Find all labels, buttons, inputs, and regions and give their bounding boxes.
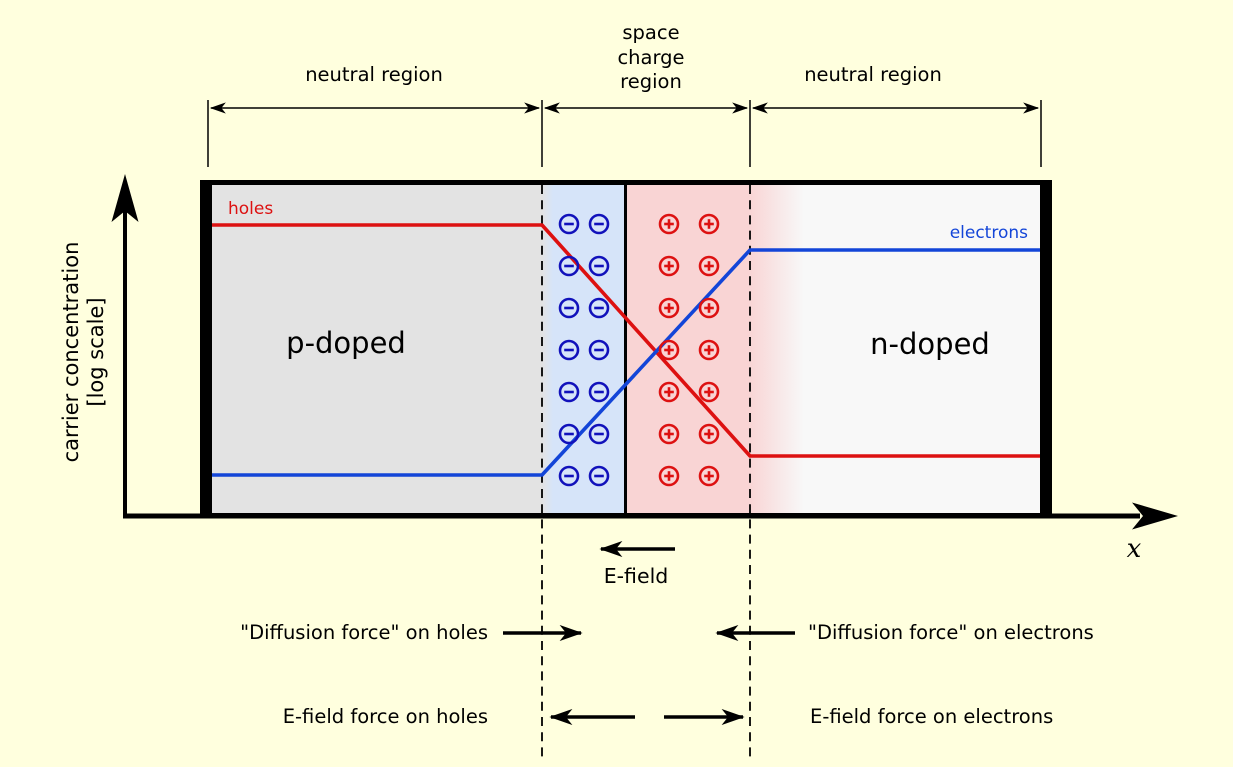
- e-field-label: E-field: [603, 564, 669, 588]
- right-neutral-region-label: neutral region: [804, 63, 942, 86]
- y-axis-arrowhead: [111, 174, 139, 222]
- holes-curve-label: holes: [228, 199, 274, 219]
- electrons-curve-label: electrons: [949, 223, 1028, 243]
- x-axis-label: x: [1126, 534, 1142, 564]
- dimension-ticks: [207, 100, 1042, 167]
- metallurgical-junction-line: [624, 185, 627, 513]
- e-field-force-on-electrons-label: E-field force on electrons: [810, 705, 1054, 728]
- y-axis-label: carrier concentration [log scale]: [59, 241, 108, 463]
- p-doped-label: p-doped: [286, 326, 406, 360]
- diffusion-force-on-electrons-label: "Diffusion force" on electrons: [808, 621, 1094, 644]
- space-charge-region-label: space charge region: [617, 21, 685, 93]
- left-neutral-region-label: neutral region: [305, 63, 443, 86]
- y-axis: [111, 174, 139, 518]
- n-doped-label: n-doped: [870, 327, 990, 361]
- diffusion-force-on-holes-label: "Diffusion force" on holes: [240, 621, 488, 644]
- e-field-force-on-holes-label: E-field force on holes: [282, 705, 488, 728]
- x-axis-arrowhead: [1132, 502, 1178, 530]
